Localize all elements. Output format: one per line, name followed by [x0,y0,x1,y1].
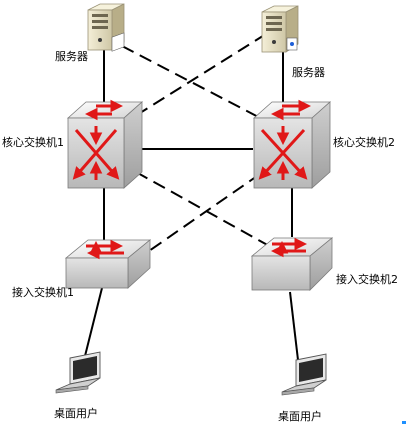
switch-icon [66,99,144,189]
link-server-left-core2-dashed [121,45,269,123]
switch-icon [252,99,332,189]
core-switch-1: 核心交换机1 [2,99,144,189]
server-right-label: 服务器 [292,66,325,79]
access-switch-1-label: 接入交换机1 [12,285,74,299]
link-access2-desktop-right [289,291,299,361]
core-switch-2: 核心交换机2 [252,99,395,189]
server-right: 服务器 [261,5,325,79]
server-left-label: 服务器 [55,50,88,63]
link-access1-desktop-left [83,287,103,361]
link-server-right-core1-dashed [131,33,267,119]
desktop-user-right-label: 桌面用户 [278,409,322,423]
laptop-icon [55,351,101,394]
server-icon [87,3,125,52]
laptop-icon [281,353,327,396]
access-switch-2: 接入交换机2 [250,237,398,291]
link-core1-access2-dashed [135,171,281,253]
connections [83,33,299,361]
corner-mark [402,421,406,424]
access-switch-2-label: 接入交换机2 [336,272,398,286]
desktop-user-left-label: 桌面用户 [54,406,98,420]
server-left: 服务器 [55,3,125,63]
desktop-user-right: 桌面用户 [278,353,327,423]
access-switch-1: 接入交换机1 [12,239,152,299]
link-core2-access1-dashed [135,173,261,261]
server-icon [261,5,299,53]
switch-icon [64,239,152,289]
switch-icon [250,237,334,291]
core-switch-2-label: 核心交换机2 [333,135,395,149]
core-switch-1-label: 核心交换机1 [2,135,64,149]
desktop-user-left: 桌面用户 [54,351,101,420]
